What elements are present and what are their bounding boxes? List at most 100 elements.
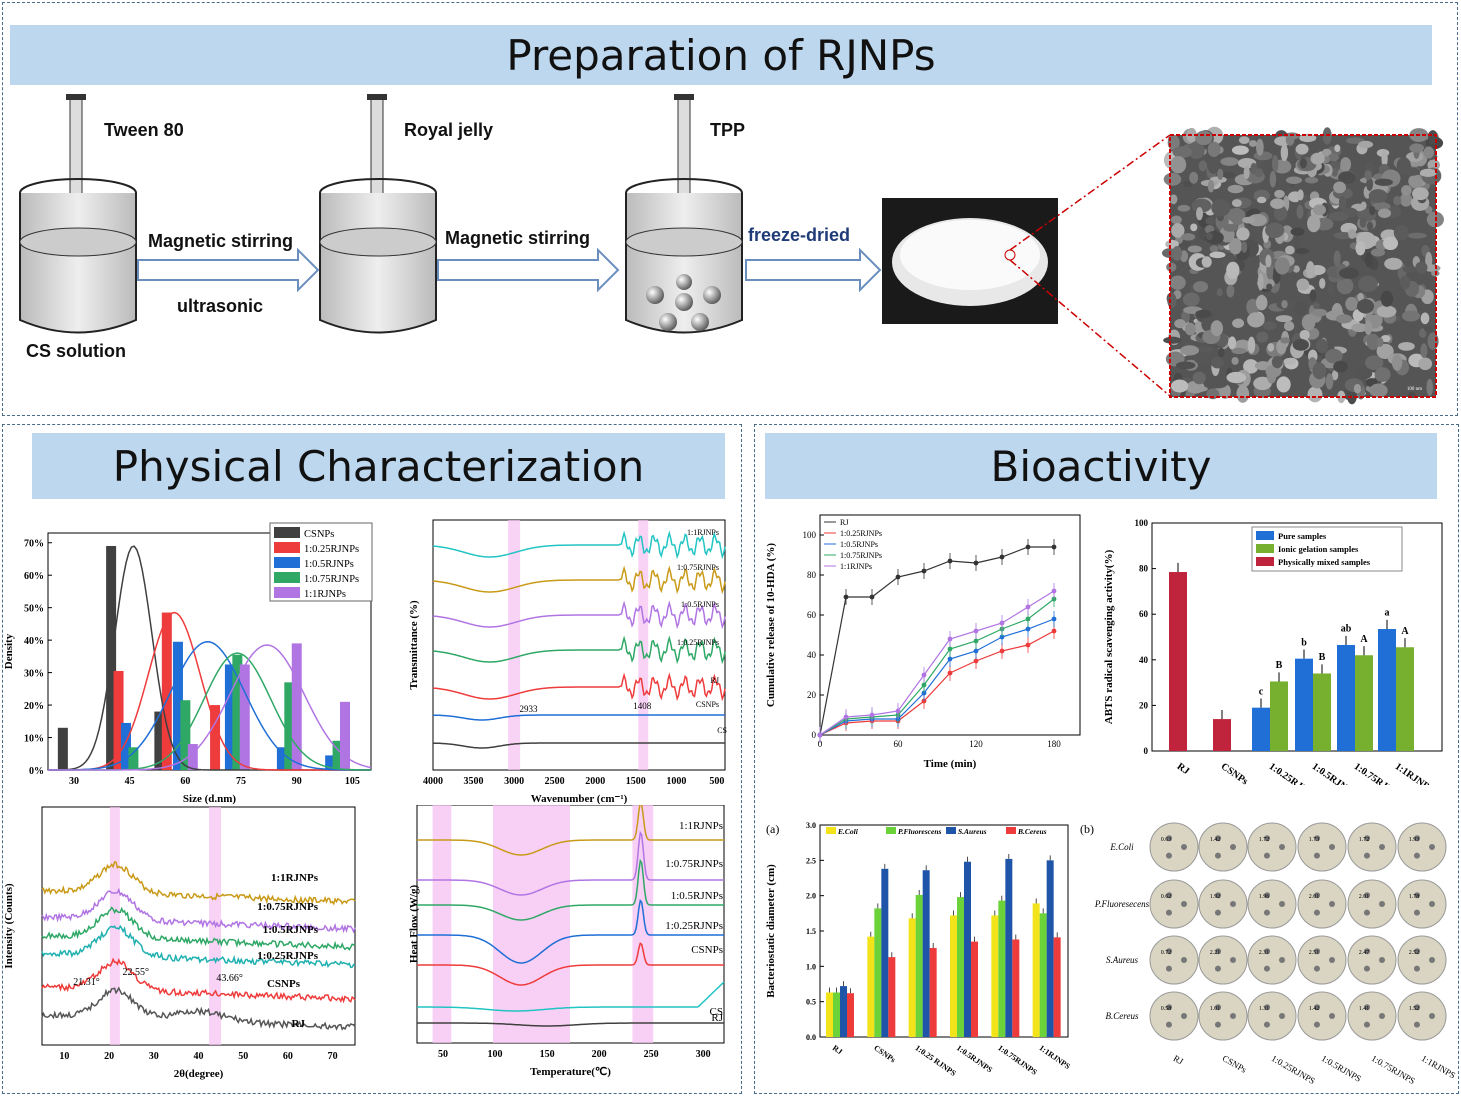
sem-grain [1256,196,1267,204]
legend-label: P.Fluorescens [898,827,941,836]
sem-grain [1283,321,1295,332]
plot-frame [432,519,726,771]
legend-swatch [1256,531,1274,540]
y-tick-label: 2.0 [806,892,816,901]
legend-swatch [274,587,300,598]
sem-grain [1294,236,1301,252]
disc [1429,957,1435,963]
bar [1355,655,1373,751]
bar [1046,860,1054,1037]
disc [1313,1021,1320,1028]
data-point [999,554,1005,560]
significance-letter: B [1276,660,1283,671]
sem-grain [1273,205,1288,222]
sem-grain [1371,202,1391,211]
bar [291,643,302,770]
sem-grain [1274,189,1285,199]
sem-grain [1408,174,1423,189]
data-point [921,568,927,574]
disc [1264,835,1271,842]
series-label: 1:0.75RJNPs [665,858,723,870]
petri-plate [1149,822,1199,872]
sem-grain [1393,195,1402,206]
sem-grain [1270,198,1285,209]
sem-grain [1163,172,1182,186]
bar [340,701,351,770]
y-tick-label: 80 [1139,564,1149,574]
sem-grain [1312,362,1327,380]
data-point [817,732,823,738]
disc [1364,835,1371,842]
disc [1263,852,1270,859]
x-tick-label: 500 [709,776,724,787]
zone-value: 2.51 [1309,950,1320,956]
sem-grain [1419,168,1437,178]
data-point [1051,588,1057,594]
process-arrow [437,247,620,293]
series-line [819,630,1055,736]
series-label: 1:0.5RJNPs [681,600,719,609]
disc [1264,1004,1271,1011]
sem-grain [1171,223,1185,238]
sem-grain [1180,345,1200,356]
sem-grain [1248,140,1258,147]
sem-grain [1415,261,1428,274]
spectrum-line [432,565,726,595]
disc [1414,1004,1421,1011]
sem-grain [1305,261,1315,279]
sem-grain [1384,257,1403,270]
series-line [819,598,1055,736]
sem-grain [1409,143,1424,153]
sem-grain [1333,250,1341,267]
sem-grain [1177,204,1191,212]
sem-grain [1312,302,1320,309]
sem-grain [1370,248,1386,257]
disc [1215,835,1222,842]
sem-grain [1360,201,1367,210]
significance-letter: b [1301,637,1307,648]
bar [1032,903,1040,1037]
sem-grain [1419,328,1427,339]
sem-grain [1187,141,1205,160]
fit-curve [48,644,372,771]
sem-grain [1175,361,1196,370]
x-tick-label: 75 [236,776,246,787]
sem-grain [1198,160,1208,172]
bar [232,654,243,770]
disc [1429,844,1435,850]
x-axis-label: Wavenumber (cm⁻¹) [531,793,628,805]
sem-grain [1207,179,1215,193]
x-tick-label: 40 [194,1051,204,1062]
bar [847,993,854,1037]
sem-grain [1292,265,1300,273]
x-tick-label: 1:1RJNPS [1038,1043,1073,1071]
y-tick-label: 10% [24,734,44,745]
disc [1263,965,1270,972]
series-label: CS [717,726,727,735]
x-tick-label: 1:0.5RJNPs [1310,761,1358,785]
disc [1363,965,1370,972]
petri-plate [1397,991,1447,1041]
x-tick-label: 100 [488,1049,503,1060]
spectrum-line [41,906,356,951]
x-tick-label: 105 [345,776,360,787]
disc [1329,1013,1335,1019]
sem-grain [1172,245,1183,261]
x-tick-label: 30 [149,1051,159,1062]
series-label: CSNPs [696,700,719,709]
spectrum-line [432,714,725,721]
sem-grain [1377,208,1392,219]
sem-grain [1207,141,1221,158]
annotation: 22.55° [122,967,149,978]
series-label: RJ [711,1012,723,1024]
legend-swatch [274,542,300,553]
disc [1264,948,1271,955]
disc [1181,901,1187,907]
series-label: 1:0.25RJNPs [665,920,723,932]
col-label: 1:0.25RJNPS [1270,1053,1317,1086]
series-label: 1:1RJNPs [271,872,319,884]
spectrum-line [417,942,724,986]
petri-plate [1347,822,1397,872]
sem-grain [1420,312,1430,325]
sem-grain [1171,379,1189,393]
